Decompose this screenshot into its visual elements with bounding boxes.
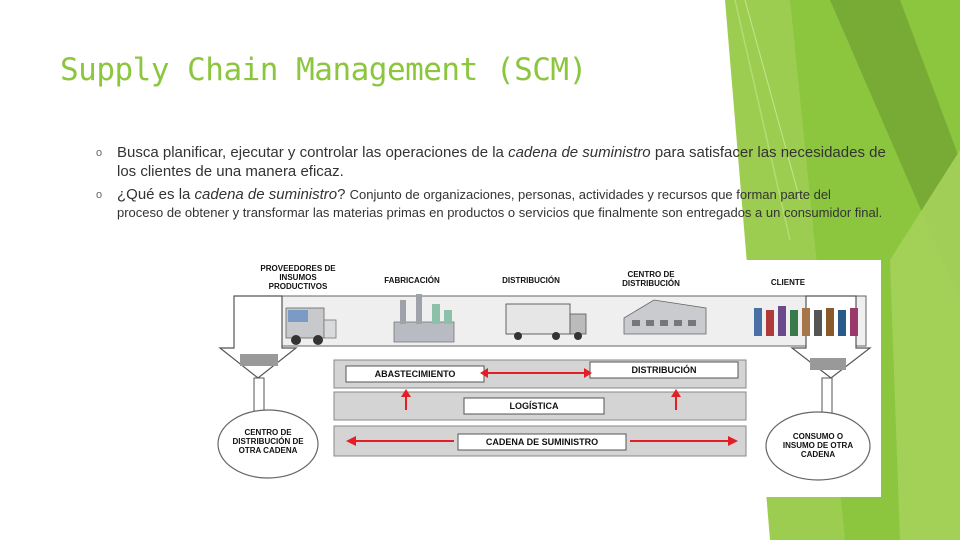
label-end-left: CENTRO DE DISTRIBUCIÓN DE OTRA CADENA [232, 428, 304, 455]
deco-line [744, 0, 801, 201]
label-proveedores: PROVEEDORES DE INSUMOS PRODUCTIVOS [260, 264, 336, 291]
label-abastecimiento: ABASTECIMIENTO [374, 369, 456, 379]
bullet-text-2: ¿Qué es la cadena de suministro? Conjunt… [117, 185, 897, 221]
customers-illustration [754, 306, 858, 336]
bullet-text-1: Busca planificar, ejecutar y controlar l… [117, 143, 897, 181]
arrowhead [480, 368, 488, 378]
arrowhead [346, 436, 356, 446]
slide-title: Supply Chain Management (SCM) [60, 52, 587, 88]
label-fabricacion: FABRICACIÓN [384, 276, 440, 285]
ellipse-right [765, 411, 871, 481]
diagram-graphic [217, 294, 872, 481]
box-logistica [463, 397, 605, 415]
bullet-marker: o [96, 189, 103, 201]
label-end-right: CONSUMO O INSUMO DE OTRA CADENA [782, 432, 854, 459]
box-distribucion [589, 361, 739, 379]
bullet-2-pre: ¿Qué es la [117, 186, 195, 203]
factory-illustration [393, 294, 455, 343]
small-factory-right [810, 358, 846, 370]
label-distribucion-band: DISTRIBUCIÓN [631, 365, 697, 375]
label-logistica: LOGÍSTICA [509, 401, 559, 411]
label-cliente: CLIENTE [770, 278, 806, 287]
arrowhead [671, 389, 681, 397]
ellipse-left [217, 409, 319, 479]
arrowhead [728, 436, 738, 446]
warehouse-illustration [623, 299, 707, 335]
box-cadena [457, 433, 627, 451]
label-distribucion-stage: DISTRIBUCIÓN [502, 276, 560, 285]
bullet-2-post: ? [337, 186, 350, 203]
bullet-1-post: para satisfacer las necesidades de los c… [117, 144, 886, 180]
label-centro: CENTRO DE DISTRIBUCIÓN [622, 270, 680, 288]
bullet-2-small: Conjunto de organizaciones, personas, ac… [349, 187, 831, 202]
truck-illustration [285, 307, 337, 345]
small-factory-left [240, 354, 278, 366]
bullet-1-pre: Busca planificar, ejecutar y controlar l… [117, 144, 509, 161]
supply-chain-diagram: PROVEEDORES DE INSUMOS PRODUCTIVOS FABRI… [206, 260, 881, 497]
bullet-1-italic: cadena de suministro [508, 144, 651, 161]
label-cadena: CADENA DE SUMINISTRO [485, 437, 599, 447]
arrowhead [584, 368, 592, 378]
deco-line [734, 0, 791, 241]
bullet-2-italic: cadena de suministro [194, 186, 338, 203]
arrowhead [401, 389, 411, 397]
deco-shape-lower [890, 150, 960, 540]
bullet-marker: o [96, 147, 103, 159]
bullet-2-continued: proceso de obtener y transformar las mat… [117, 205, 883, 220]
semi-truck-illustration [505, 303, 587, 340]
